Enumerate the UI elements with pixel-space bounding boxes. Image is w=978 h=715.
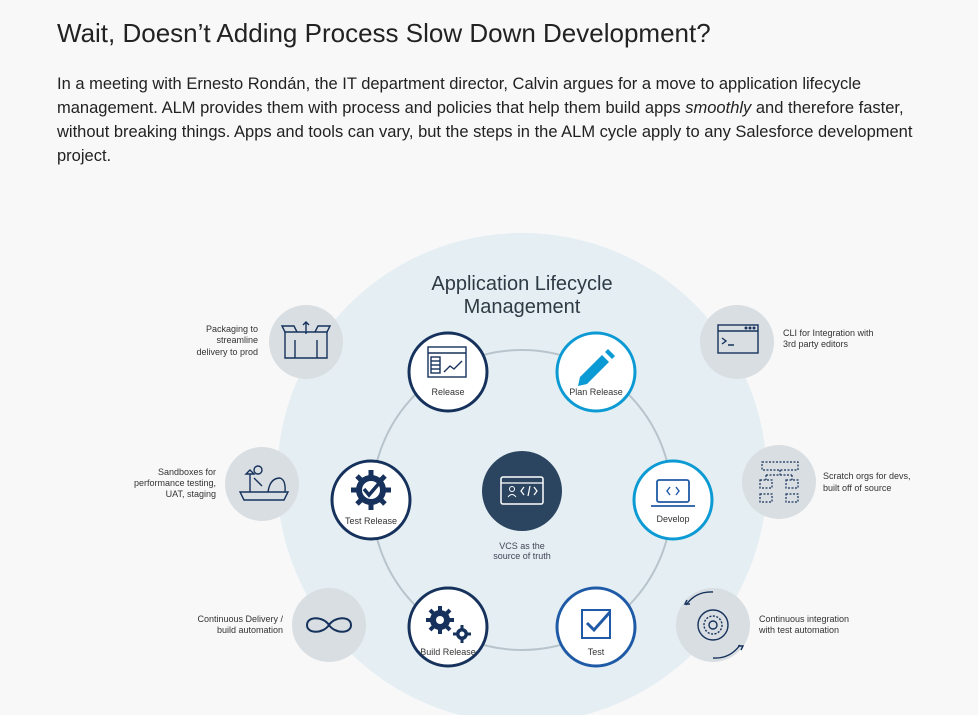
code-window-icon bbox=[500, 476, 544, 505]
stage-develop: Develop bbox=[632, 459, 714, 541]
pencil-icon bbox=[578, 349, 615, 386]
center-node bbox=[482, 451, 562, 531]
stage-label: Develop bbox=[656, 514, 689, 524]
stage-label: Plan Release bbox=[569, 387, 623, 397]
stage-label: Test Release bbox=[345, 516, 397, 526]
stage-label: Test bbox=[588, 647, 605, 657]
diagram-title-line2: Management bbox=[464, 296, 581, 318]
cycle-gear-icon bbox=[683, 591, 745, 659]
note-text: 3rd party editors bbox=[783, 339, 849, 349]
package-box-icon bbox=[280, 321, 332, 359]
note-packaging: Packaging to streamline delivery to prod bbox=[196, 305, 343, 379]
page-heading: Wait, Doesn’t Adding Process Slow Down D… bbox=[57, 18, 711, 48]
gears-icon bbox=[426, 606, 471, 643]
note-cd: Continuous Delivery / build automation bbox=[197, 588, 366, 662]
center-label-line1: VCS as the bbox=[499, 541, 545, 551]
stage-test-release: Test Release bbox=[330, 459, 412, 541]
note-text: Continuous integration bbox=[759, 614, 849, 624]
note-text: built off of source bbox=[823, 483, 891, 493]
note-text: Continuous Delivery / bbox=[197, 614, 283, 624]
note-text: CLI for Integration with bbox=[783, 328, 874, 338]
paragraph-emphasis: smoothly bbox=[685, 99, 752, 117]
gear-check-icon bbox=[351, 470, 391, 510]
stage-release: Release bbox=[407, 331, 489, 413]
terminal-icon bbox=[717, 324, 759, 354]
org-chart-icon bbox=[759, 461, 799, 503]
note-text: Packaging to bbox=[206, 324, 258, 334]
infinity-icon bbox=[305, 617, 353, 633]
stage-label: Release bbox=[431, 387, 464, 397]
stage-label: Build Release bbox=[420, 647, 476, 657]
note-sandboxes: Sandboxes for performance testing, UAT, … bbox=[134, 447, 299, 521]
diagram-title-line1: Application Lifecycle bbox=[431, 273, 612, 295]
center-label-line2: source of truth bbox=[493, 551, 551, 561]
note-text: Sandboxes for bbox=[158, 467, 216, 477]
intro-paragraph: In a meeting with Ernesto Rondán, the IT… bbox=[57, 72, 937, 168]
stage-plan-release: Plan Release bbox=[555, 331, 637, 413]
stage-build-release: Build Release bbox=[407, 586, 489, 668]
note-text: Scratch orgs for devs, bbox=[823, 471, 911, 481]
note-text: with test automation bbox=[758, 625, 839, 635]
note-ci: Continuous integration with test automat… bbox=[676, 588, 849, 662]
note-text: performance testing, bbox=[134, 478, 216, 488]
stage-test: Test bbox=[555, 586, 637, 668]
note-text: delivery to prod bbox=[196, 347, 258, 357]
note-cli: CLI for Integration with 3rd party edito… bbox=[700, 305, 874, 379]
note-scratch: Scratch orgs for devs, built off of sour… bbox=[742, 445, 911, 519]
sandbox-icon bbox=[238, 465, 290, 501]
laptop-code-icon bbox=[651, 479, 695, 507]
paragraph-text-1: In a meeting with Ernesto Rondán, the IT… bbox=[57, 75, 862, 117]
note-text: build automation bbox=[217, 625, 283, 635]
note-text: streamline bbox=[216, 335, 258, 345]
checkbox-icon bbox=[581, 609, 612, 639]
release-window-icon bbox=[427, 346, 467, 378]
paragraph-text-2: and therefore faster, without breaking t… bbox=[57, 99, 913, 165]
note-text: UAT, staging bbox=[166, 489, 216, 499]
